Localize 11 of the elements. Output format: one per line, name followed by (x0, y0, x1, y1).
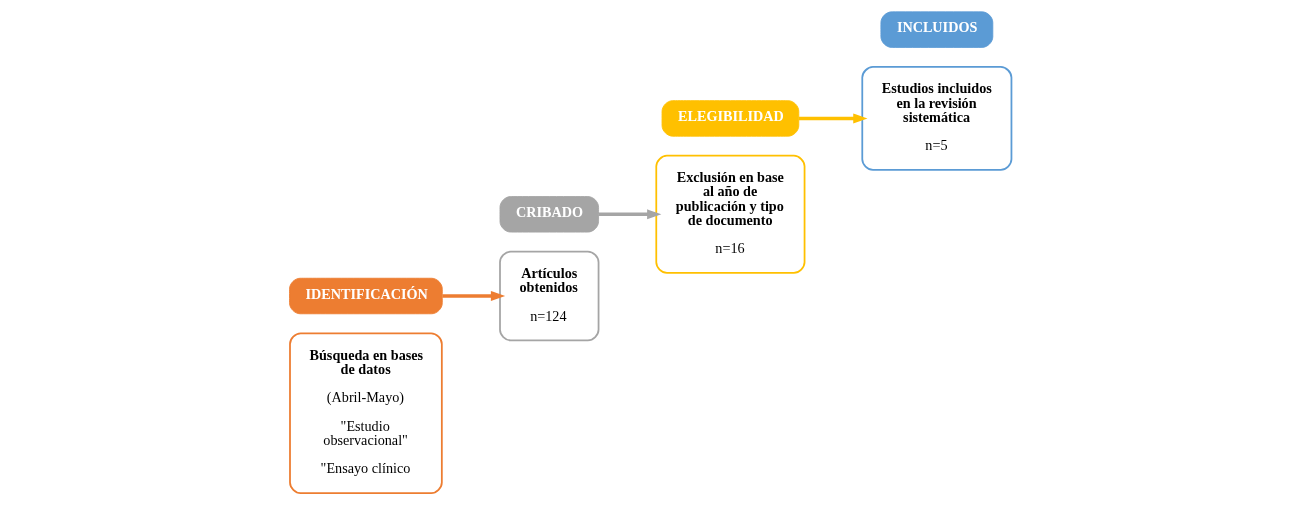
node-box: CRIBADO (499, 196, 599, 233)
node-box: Exclusión en base al año de publicación y tipo de documento n=16 (654, 154, 805, 274)
node-box: IDENTIFICACIÓN (288, 277, 443, 315)
node-box: Estudios incluidos en la revisión sistemática n=5 (860, 66, 1012, 171)
node-box: Búsqueda en bases de datos (Abril-Mayo) "Estudio observacional" "Ensayo clínico (288, 332, 443, 494)
node-box: INCLUIDOS (879, 11, 993, 48)
node-box: ELEGIBILIDAD (661, 100, 799, 137)
arrow (598, 209, 661, 220)
arrow (442, 291, 505, 301)
arrow (798, 113, 867, 124)
node-box: Artículos obtenidos n=124 (498, 250, 599, 342)
